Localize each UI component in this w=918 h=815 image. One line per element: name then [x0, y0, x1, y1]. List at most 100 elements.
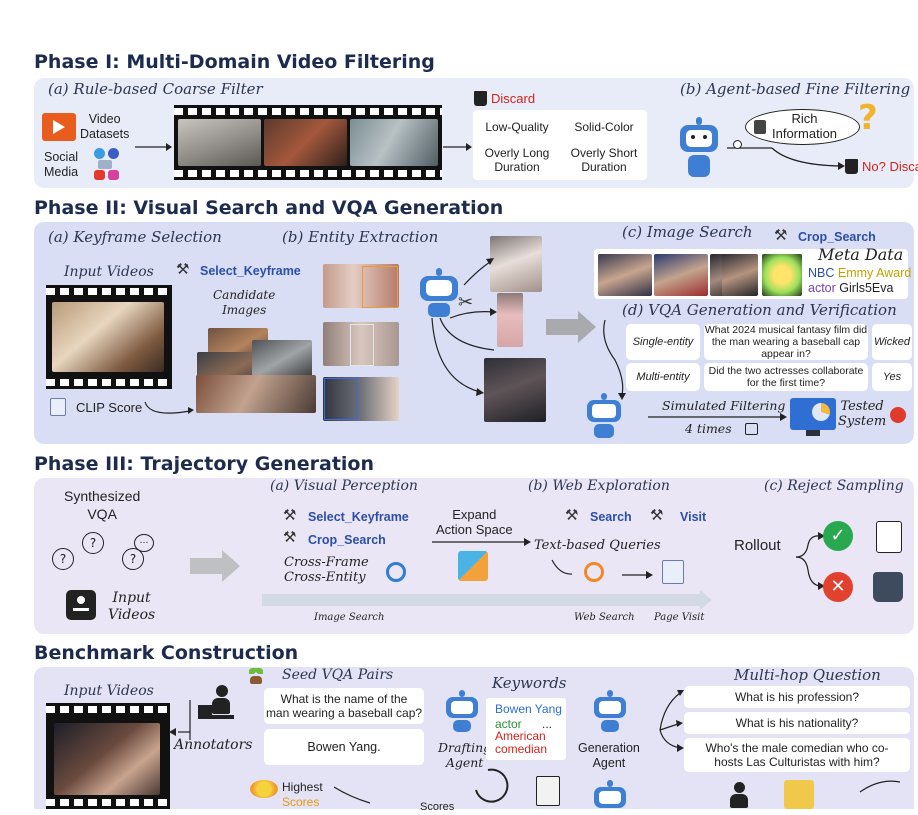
- video-dataset-icon: [42, 113, 76, 141]
- simulated-filtering-label: Simulated Filtering: [662, 398, 786, 413]
- video-icon: [66, 590, 96, 620]
- entity-box: [324, 378, 358, 420]
- row-answer-multi: Yes: [872, 363, 912, 391]
- row-type-multi: Multi-entity: [626, 363, 700, 391]
- trash-bin-icon: [873, 572, 903, 602]
- multi-hop-title: Multi-hop Question: [734, 666, 881, 684]
- scoresheet-icon: [536, 776, 560, 806]
- select-keyframe-tool: Select_Keyframe: [200, 264, 301, 278]
- tools-icon: ⚒: [774, 226, 788, 244]
- robot-icon: [584, 393, 624, 439]
- no-discard-label: No? Discard: [862, 159, 918, 174]
- image-search-title: (c) Image Search: [622, 223, 753, 241]
- drafting-agent-label: Drafting Agent: [438, 740, 492, 770]
- synthesized-vqa-label: Synthesized VQA: [64, 488, 141, 522]
- scissors-icon: ✂: [458, 292, 474, 313]
- tools-icon: ⚒: [283, 528, 297, 546]
- search-tool: Search: [590, 510, 632, 524]
- cross-frame-label: Cross-Frame Cross-Entity: [284, 555, 369, 585]
- social-media-label: Social Media: [44, 150, 79, 179]
- meta-tag-nbc: NBC: [808, 266, 835, 280]
- input-videos-label: Input Videos: [64, 264, 154, 280]
- rich-information-label: Rich Information: [772, 111, 838, 141]
- tools-icon: ⚒: [565, 506, 579, 524]
- phase3-title: Phase III: Trajectory Generation: [34, 453, 374, 475]
- visit-tool: Visit: [680, 510, 707, 524]
- bm-input-videos-label: Input Videos: [64, 683, 154, 699]
- trash-icon: [845, 159, 858, 174]
- keyword-3: American comedian: [495, 729, 548, 756]
- search-result-image: [654, 254, 708, 296]
- question-mark-icon: ?: [858, 98, 878, 138]
- tools-icon: ⚒: [283, 506, 297, 524]
- input-videos-label-3: Input Videos: [108, 590, 156, 623]
- discard-label: Discard: [491, 91, 536, 106]
- bm-input-video-film: [46, 703, 170, 809]
- row-answer-single: Wicked: [872, 324, 912, 360]
- reject-sampling-title: (c) Reject Sampling: [764, 478, 904, 494]
- select-keyframe-tool-3: Select_Keyframe: [308, 510, 409, 524]
- meta-tag-emmy: Emmy Award: [837, 266, 912, 280]
- monitor-stand: [806, 430, 820, 436]
- rollout-label: Rollout: [734, 537, 781, 554]
- robot-icon: [416, 268, 464, 318]
- four-times-label: 4 times: [685, 421, 732, 436]
- candidate-image: [196, 375, 316, 413]
- vqa-bubbles-icon: ? ? ? …: [52, 528, 156, 576]
- keyword-2: actor: [495, 717, 522, 731]
- criterion-low-quality: Low-Quality: [473, 113, 561, 141]
- page-visit-icon: [662, 560, 684, 584]
- keywords-title: Keywords: [492, 674, 567, 692]
- axis-web-search: Web Search: [574, 612, 635, 623]
- film-icon: [754, 120, 766, 134]
- candidate-images-label: Candidate Images: [213, 288, 276, 317]
- keyword-1: Bowen Yang: [495, 702, 562, 716]
- keyword-more: ...: [542, 717, 553, 731]
- crop-search-tool: Crop_Search: [798, 230, 876, 244]
- input-video-film: [46, 285, 172, 389]
- keywords-box: [486, 698, 566, 760]
- tools-icon: ⚒: [650, 506, 664, 524]
- entity-frame: [323, 322, 399, 366]
- criterion-long-duration: Overly Long Duration: [473, 143, 561, 177]
- scores-label: Scores: [420, 801, 455, 813]
- trash-icon: [474, 91, 487, 106]
- annotators-label: Annotators: [174, 737, 253, 753]
- crop-search-tool-3: Crop_Search: [308, 533, 386, 547]
- phase2-title: Phase II: Visual Search and VQA Generati…: [34, 197, 504, 219]
- documents-icon: [876, 521, 902, 553]
- robot-icon: [592, 690, 628, 732]
- meta-tags-row1: NBC Emmy Award: [808, 266, 911, 281]
- hop-question-1: What is his profession?: [684, 686, 910, 708]
- thought-dot: [733, 140, 742, 149]
- clip-score-label: CLIP Score: [76, 400, 143, 415]
- hop-question-3: Who's the male comedian who co- hosts La…: [684, 738, 910, 772]
- monitor-icon: [790, 398, 836, 430]
- social-media-icons: [94, 148, 122, 180]
- entity-box: [350, 324, 374, 366]
- check-icon: ✓: [823, 521, 853, 551]
- expand-action-label: Expand Action Space: [436, 507, 513, 537]
- annotator-icon: [716, 782, 756, 809]
- bug-icon: [890, 407, 906, 423]
- web-exploration-title: (b) Web Exploration: [528, 478, 670, 494]
- trophy-icon: [250, 780, 278, 798]
- cross-icon: ✕: [823, 572, 853, 602]
- agent-filter-title: (b) Agent-based Fine Filtering: [680, 80, 911, 98]
- entity-extraction-title: (b) Entity Extraction: [282, 228, 439, 246]
- search-result-image: [598, 254, 652, 296]
- highest-scores-label: Scores: [282, 795, 320, 809]
- keyframe-selection-title: (a) Keyframe Selection: [48, 228, 222, 246]
- folder-icon: [784, 780, 814, 809]
- cropped-entity: [497, 293, 523, 347]
- magnifier-icon: [386, 562, 406, 582]
- entity-box: [362, 266, 398, 308]
- search-result-image: [722, 254, 758, 296]
- visual-perception-title: (a) Visual Perception: [270, 478, 418, 494]
- cropped-entity: [490, 236, 542, 292]
- counter-icon: [745, 423, 758, 435]
- meta-tag-girls: Girls5Eva: [839, 281, 894, 295]
- hop-question-2: What is his nationality?: [684, 712, 910, 734]
- expand-icon: [458, 551, 488, 581]
- meta-tag-actor: actor: [808, 281, 836, 295]
